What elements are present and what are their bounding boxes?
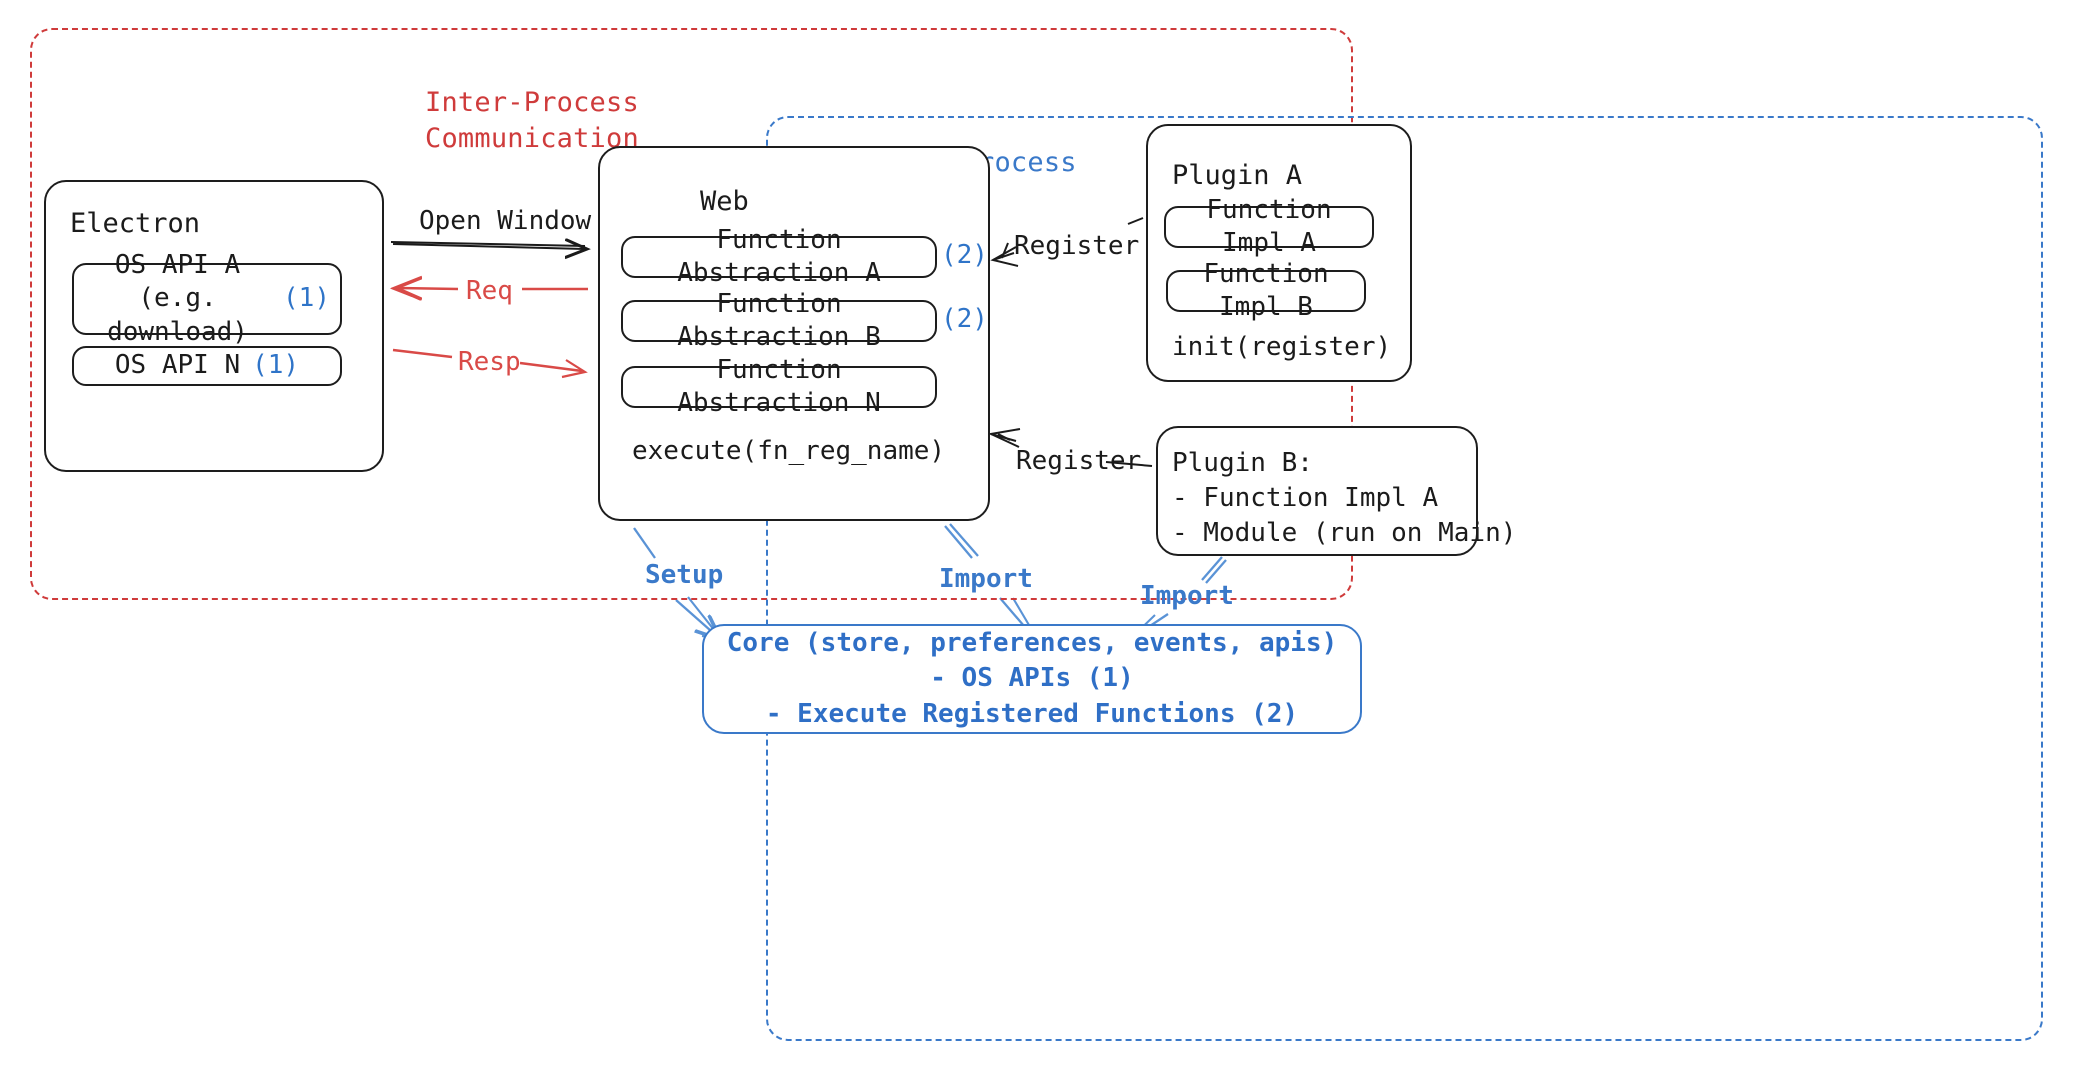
function-abstraction-n-box: Function Abstraction N — [621, 355, 937, 418]
edge-label-setup: Setup — [645, 560, 724, 590]
core-text: Core (store, preferences, events, apis) … — [726, 627, 1338, 729]
edge-label-import-plugin-b: Import — [1140, 581, 1234, 611]
function-impl-a-box: Function Impl A — [1164, 195, 1374, 258]
function-abstraction-b-marker: (2) — [941, 304, 988, 334]
edge-label-open-window: Open Window — [419, 206, 592, 236]
plugin-b-text: Plugin B: - Function Impl A - Module (ru… — [1172, 448, 1517, 548]
web-execute-method: execute(fn_reg_name) — [632, 436, 946, 466]
os-api-n-label: OS API N — [114, 350, 241, 381]
os-api-a-box: OS API A (e.g. download) (1) — [72, 250, 342, 347]
function-abstraction-a-box: Function Abstraction A — [621, 225, 937, 288]
region-label-ipc: Inter-Process Communication — [425, 87, 639, 154]
edge-label-resp: Resp — [458, 347, 521, 377]
edge-label-register-plugin-a: Register — [1014, 231, 1140, 261]
plugin-a-title: Plugin A — [1172, 160, 1303, 191]
function-abstraction-b-box: Function Abstraction B — [621, 289, 937, 352]
core-box: Core (store, preferences, events, apis) … — [702, 624, 1362, 734]
os-api-n-box: OS API N (1) — [72, 346, 342, 386]
edge-label-register-plugin-b: Register — [1016, 446, 1142, 476]
edge-label-req: Req — [466, 276, 513, 306]
web-title: Web — [700, 186, 749, 217]
electron-title: Electron — [70, 208, 201, 239]
plugin-a-init-method: init(register) — [1172, 332, 1392, 362]
os-api-a-label: OS API A (e.g. download) — [107, 250, 248, 347]
function-impl-b-box: Function Impl B — [1166, 259, 1366, 322]
os-api-n-marker: (1) — [252, 350, 300, 381]
region-rendering-process — [766, 116, 2043, 1041]
plugin-a-box — [1146, 124, 1412, 382]
os-api-a-marker: (1) — [283, 283, 330, 314]
edge-label-import-web: Import — [939, 564, 1033, 594]
plugin-b-box — [1156, 426, 1478, 556]
function-abstraction-a-marker: (2) — [941, 240, 988, 270]
